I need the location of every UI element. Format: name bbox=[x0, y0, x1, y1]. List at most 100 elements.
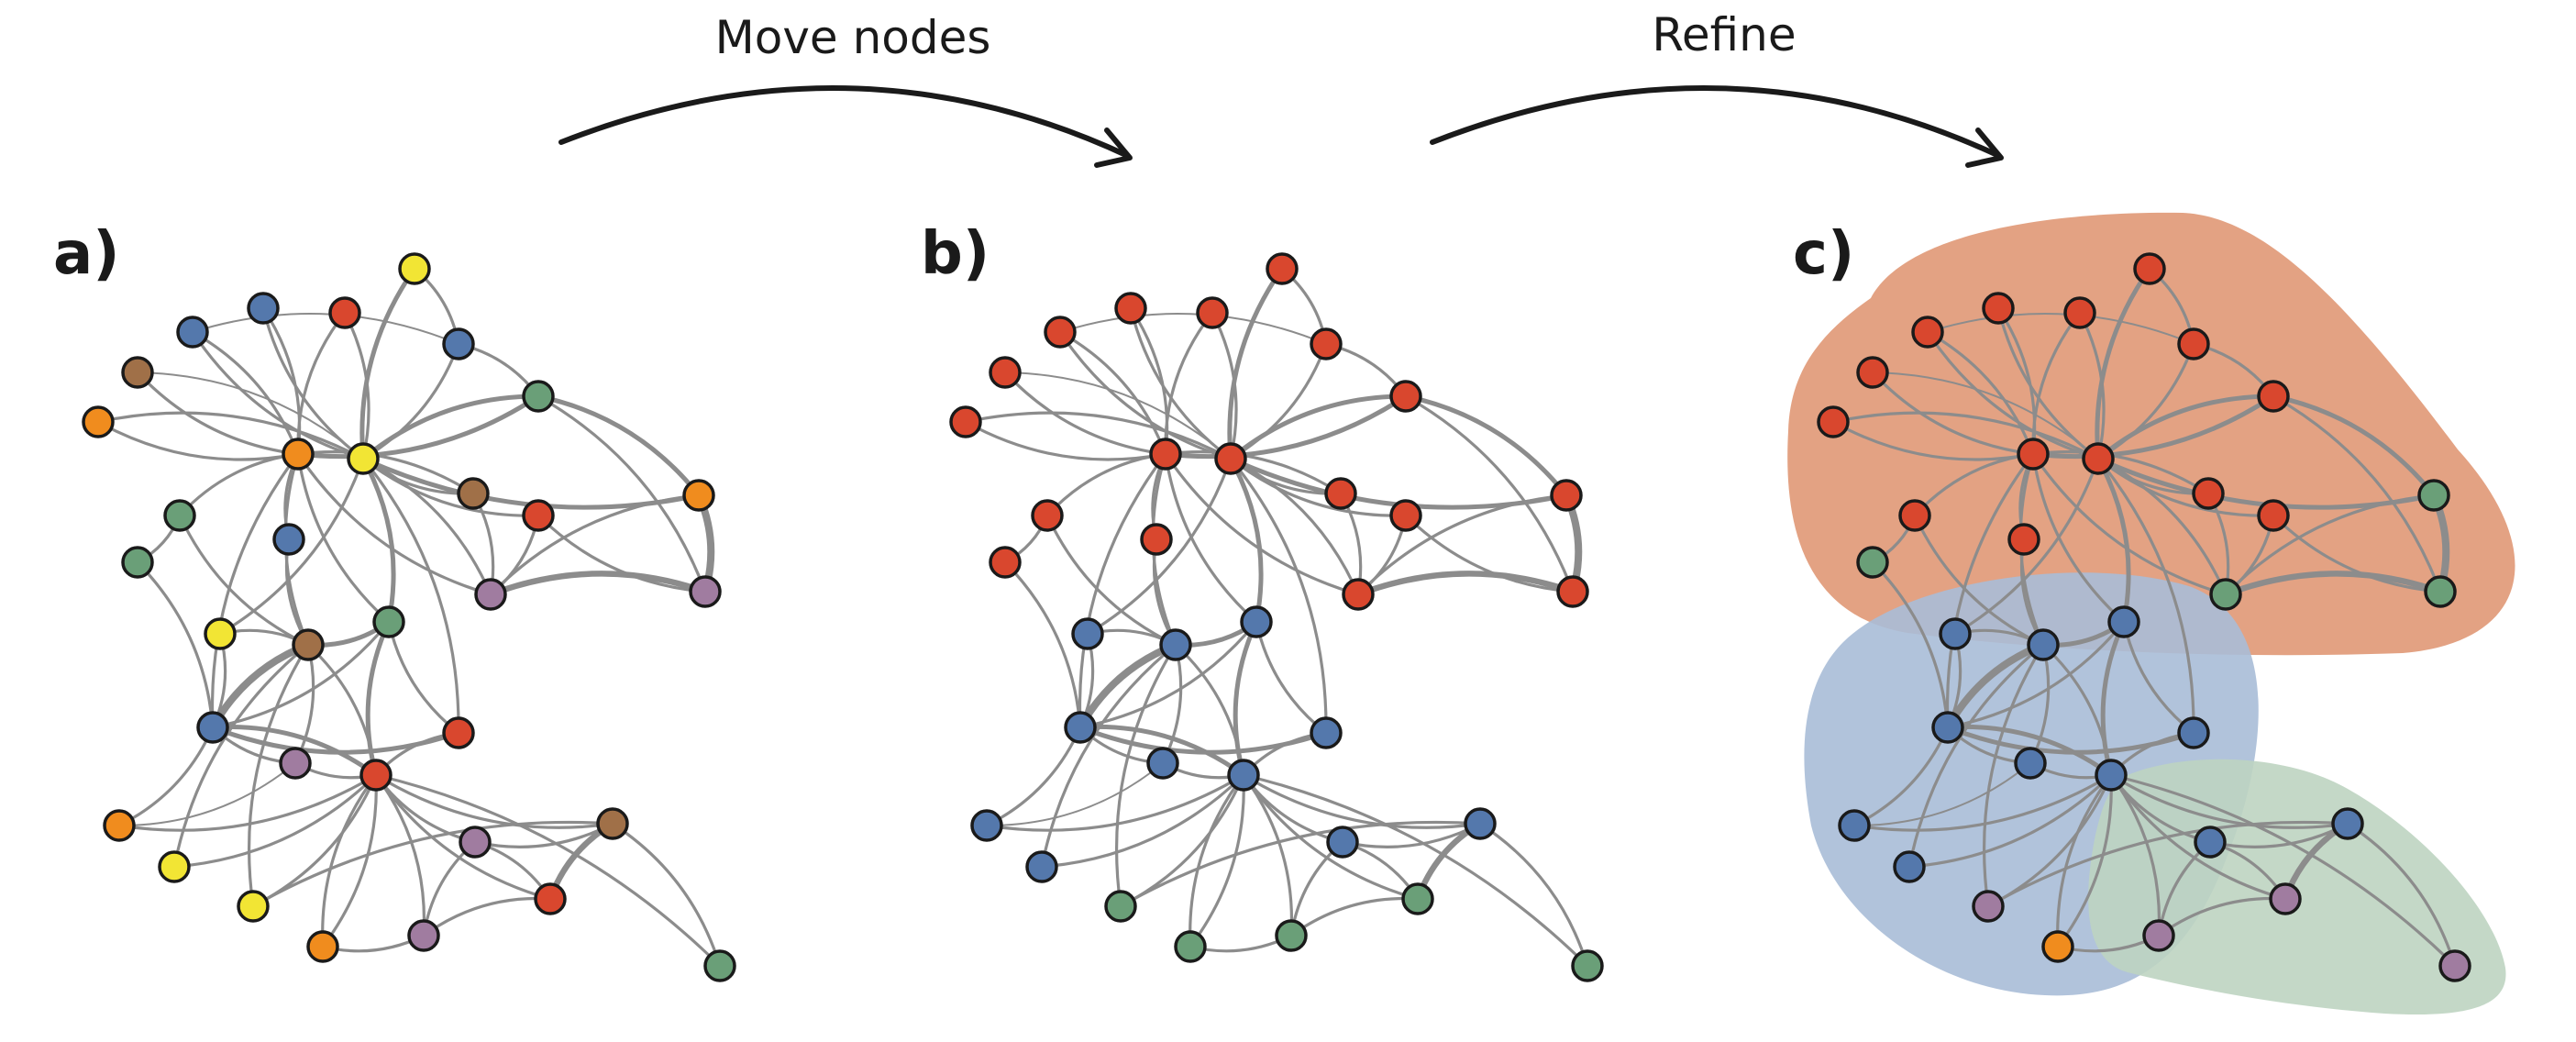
graph-edge bbox=[306, 643, 378, 777]
graph-edge bbox=[1045, 452, 1167, 517]
graph-node bbox=[237, 890, 270, 923]
graph-edge bbox=[1986, 820, 2349, 908]
graph-node bbox=[474, 578, 507, 611]
graph-edge bbox=[2109, 773, 2161, 937]
graph-node bbox=[121, 546, 154, 579]
graph-edge bbox=[374, 773, 552, 901]
graph-node bbox=[2257, 499, 2290, 532]
panel-label-b: b) bbox=[921, 220, 989, 288]
graph-node bbox=[2007, 523, 2040, 556]
graph-node bbox=[272, 523, 305, 556]
graph-edge bbox=[1945, 724, 2114, 778]
graph-node bbox=[2331, 807, 2364, 840]
graph-node bbox=[1856, 356, 1889, 389]
graph-node bbox=[158, 850, 191, 883]
graph-edge bbox=[296, 311, 347, 456]
graph-edge bbox=[1255, 620, 1328, 735]
graph-edge bbox=[1059, 313, 1327, 345]
graph-panel-c bbox=[1817, 252, 2471, 982]
graph-edge bbox=[191, 330, 365, 460]
graph-node bbox=[1240, 605, 1273, 638]
graph-node bbox=[1911, 316, 1944, 349]
graph-edge bbox=[1229, 457, 1408, 517]
graph-edge bbox=[1004, 371, 1232, 460]
graph-node bbox=[2027, 628, 2060, 661]
graph-node bbox=[534, 882, 567, 915]
graph-node bbox=[1898, 499, 1931, 532]
nodes-panel-a bbox=[82, 252, 736, 982]
graph-edge bbox=[986, 762, 1164, 827]
graph-edge bbox=[2272, 514, 2442, 593]
graph-node bbox=[1550, 479, 1583, 512]
graph-edge bbox=[1872, 371, 2099, 460]
graph-edge bbox=[964, 411, 1233, 460]
graph-node bbox=[1401, 882, 1434, 915]
graph-node bbox=[1326, 826, 1359, 859]
graph-edge bbox=[1164, 311, 1214, 456]
graph-node bbox=[1114, 292, 1147, 325]
graph-edge bbox=[172, 773, 378, 869]
graph-edge bbox=[985, 773, 1245, 832]
graph-node bbox=[703, 949, 736, 982]
graph-edge bbox=[422, 896, 552, 937]
graph-node bbox=[306, 930, 339, 963]
graph-edge bbox=[321, 773, 378, 948]
graph-node bbox=[1146, 747, 1179, 780]
graph-node bbox=[176, 316, 209, 349]
graph-edge bbox=[361, 457, 492, 596]
graph-node bbox=[2041, 930, 2074, 963]
graph-edge bbox=[2031, 311, 2082, 456]
graph-edge bbox=[136, 560, 215, 729]
graph-edge bbox=[536, 394, 707, 593]
graph-node bbox=[1310, 327, 1343, 360]
graph-edge bbox=[248, 643, 310, 908]
graph-node bbox=[347, 442, 380, 475]
graph-edge bbox=[1003, 560, 1082, 729]
graph-edge bbox=[1907, 773, 2113, 869]
graph-node bbox=[1196, 296, 1229, 329]
graph-edge bbox=[1078, 620, 1258, 729]
graph-node bbox=[1064, 711, 1097, 744]
graph-node bbox=[1939, 617, 1972, 650]
graph-node bbox=[2438, 949, 2471, 982]
graph-node bbox=[682, 479, 715, 512]
graph-node bbox=[1227, 759, 1260, 792]
graph-node bbox=[970, 809, 1003, 842]
graph-edge bbox=[1242, 773, 1589, 968]
graph-edge bbox=[1040, 773, 1245, 869]
graph-node bbox=[442, 327, 475, 360]
graph-edge bbox=[1404, 394, 1575, 593]
graph-node bbox=[1025, 850, 1058, 883]
graph-edge bbox=[1852, 726, 1950, 827]
graph-edge bbox=[136, 371, 300, 456]
graph-edge bbox=[192, 313, 459, 345]
graph-edge bbox=[1229, 457, 1328, 735]
graph-edge bbox=[1478, 822, 1589, 968]
graph-node bbox=[1342, 578, 1375, 611]
graph-edge bbox=[1871, 371, 2035, 456]
graph-node bbox=[103, 809, 136, 842]
graph-node bbox=[1838, 809, 1871, 842]
nodes-panel-c bbox=[1817, 252, 2471, 982]
graph-node bbox=[1214, 442, 1247, 475]
graph-edge bbox=[1926, 330, 2035, 456]
graph-node bbox=[442, 716, 475, 749]
graph-edge bbox=[118, 762, 296, 827]
graph-node bbox=[372, 605, 405, 638]
graph-edge bbox=[2030, 394, 2276, 460]
graph-node bbox=[1159, 628, 1192, 661]
graph-node bbox=[1031, 499, 1064, 532]
graph-node bbox=[1174, 930, 1207, 963]
graph-edge bbox=[2056, 773, 2113, 948]
graph-edge bbox=[1188, 773, 1245, 948]
graph-edge bbox=[1913, 514, 2045, 647]
graph-node bbox=[457, 477, 490, 510]
graph-node bbox=[1149, 438, 1182, 471]
graph-node bbox=[1464, 807, 1497, 840]
graph-node bbox=[328, 296, 361, 329]
graph-edge bbox=[1119, 820, 1482, 908]
graph-edge bbox=[1003, 371, 1167, 456]
nodes-panel-b bbox=[949, 252, 1604, 982]
graph-node bbox=[1104, 890, 1137, 923]
graph-edge bbox=[374, 773, 722, 968]
